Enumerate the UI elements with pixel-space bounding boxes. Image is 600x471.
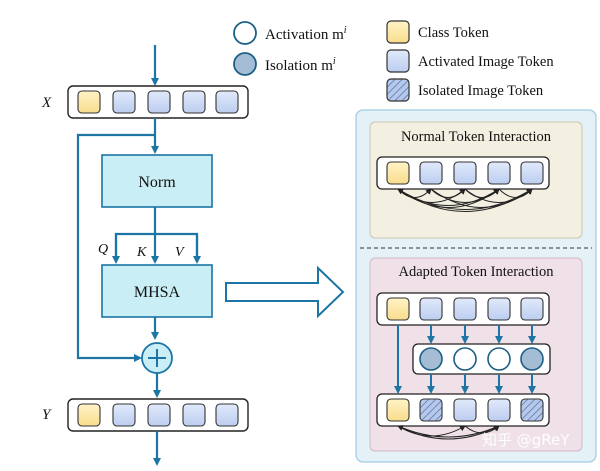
- residual-connection: [76, 133, 155, 362]
- normal-token-interaction: Normal Token Interaction: [369, 121, 583, 239]
- legend-activated-image-token-label: Activated Image Token: [418, 54, 554, 70]
- class-token: [77, 90, 101, 114]
- isolation-gate-icon: [520, 347, 544, 371]
- class-token-legend-icon: [386, 20, 410, 44]
- all-to-all-interaction-arcs: [397, 188, 533, 212]
- q-label: Q: [98, 242, 108, 257]
- image-token: [419, 297, 443, 321]
- interaction-panel: Normal Token Interaction: [355, 109, 597, 463]
- image-token: [112, 403, 136, 427]
- image-token: [520, 161, 544, 185]
- image-token: [487, 398, 511, 422]
- class-token: [386, 161, 410, 185]
- isolated-image-token-legend-icon: [386, 78, 410, 102]
- image-token: [520, 297, 544, 321]
- mhsa-label: MHSA: [134, 284, 181, 301]
- class-token: [386, 297, 410, 321]
- output-token-row: [67, 398, 249, 432]
- isolated-image-token: [419, 398, 443, 422]
- image-token: [487, 161, 511, 185]
- image-token: [419, 161, 443, 185]
- activation-gate-icon: [487, 347, 511, 371]
- adapted-interaction-arcs: [397, 425, 500, 440]
- image-token: [147, 90, 171, 114]
- class-token: [77, 403, 101, 427]
- adapted-token-interaction: Adapted Token Interaction: [369, 257, 583, 452]
- isolation-gate-legend-icon: [233, 52, 257, 76]
- transformer-block: X Norm Q K V MHSA: [41, 45, 249, 466]
- norm-box: [101, 154, 213, 208]
- isolation-gate-icon: [419, 347, 443, 371]
- activation-gate-icon: [453, 347, 477, 371]
- image-token: [112, 90, 136, 114]
- k-label: K: [136, 245, 147, 260]
- input-token-row: [67, 85, 249, 119]
- legend-isolated-image-token-label: Isolated Image Token: [418, 83, 544, 99]
- legend-activation-label: Activation mi: [265, 25, 347, 43]
- legend-isolation-label: Isolation mi: [265, 56, 336, 74]
- watermark: 知乎 @gReY: [482, 431, 570, 449]
- v-label: V: [175, 245, 185, 260]
- adapted-interaction-title: Adapted Token Interaction: [399, 264, 555, 280]
- legend: Activation mi Isolation mi Class Token A…: [233, 20, 554, 102]
- mhsa-box: [101, 264, 213, 318]
- image-token: [182, 90, 206, 114]
- zoom-arrow-icon: [225, 265, 345, 319]
- legend-class-token-label: Class Token: [418, 25, 490, 41]
- activation-gate-legend-icon: [233, 21, 257, 45]
- image-token: [147, 403, 171, 427]
- normal-interaction-title: Normal Token Interaction: [401, 129, 552, 145]
- activated-image-token-legend-icon: [386, 49, 410, 73]
- image-token: [453, 297, 477, 321]
- image-token: [182, 403, 206, 427]
- image-token: [453, 161, 477, 185]
- norm-label: Norm: [138, 174, 176, 191]
- image-token: [453, 398, 477, 422]
- image-token: [215, 90, 239, 114]
- image-token: [215, 403, 239, 427]
- y-label: Y: [42, 407, 52, 423]
- class-token: [386, 398, 410, 422]
- isolated-image-token: [520, 398, 544, 422]
- x-label: X: [41, 95, 52, 111]
- image-token: [487, 297, 511, 321]
